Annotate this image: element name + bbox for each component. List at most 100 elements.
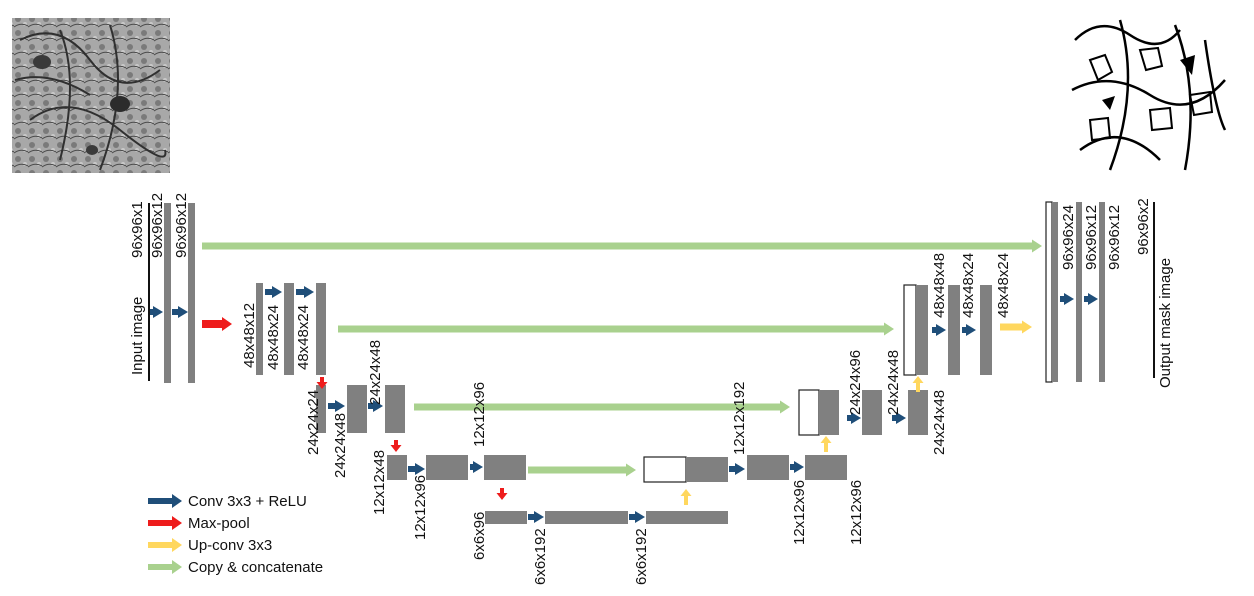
output-layer-bar	[1153, 202, 1155, 378]
size-label: 24x24x96	[847, 350, 864, 415]
feature-map-block	[347, 385, 367, 433]
conv-arrow	[962, 324, 976, 336]
size-label: 96x96x12	[1083, 205, 1100, 270]
feature-map-block	[316, 283, 326, 375]
input-layer-bar	[148, 203, 150, 381]
size-label: 12x12x96	[471, 382, 488, 447]
feature-map-block	[1099, 202, 1105, 382]
size-label: 96x96x24	[1060, 205, 1077, 270]
legend-item-copy: Copy & concatenate	[148, 556, 323, 578]
conv-arrow	[470, 461, 483, 473]
conv-arrow	[847, 412, 861, 424]
legend-label: Copy & concatenate	[188, 558, 324, 576]
size-label: 6x6x96	[471, 512, 488, 560]
legend-label: Up-conv 3x3	[188, 536, 273, 554]
feature-map-block	[188, 203, 195, 383]
feature-map-block	[646, 511, 728, 524]
copy-arrow	[338, 322, 894, 336]
feature-map-block	[980, 285, 992, 375]
feature-map-block	[256, 283, 263, 375]
feature-map-block	[385, 385, 405, 433]
size-label: 12x12x96	[412, 475, 429, 540]
upconv-arrow-icon	[148, 538, 182, 552]
conv-arrow	[172, 306, 188, 318]
concat-block-copied	[798, 389, 820, 436]
concat-block-copied	[643, 456, 687, 483]
feature-map-block	[316, 385, 326, 433]
feature-map-block	[916, 285, 928, 375]
upconv-arrow	[820, 436, 832, 452]
conv-arrow	[1084, 293, 1098, 305]
maxpool-arrow-icon	[148, 516, 182, 530]
size-label: 24x24x48	[332, 413, 349, 478]
size-label: 48x48x24	[995, 253, 1012, 318]
size-label: 24x24x48	[885, 350, 902, 415]
copy-arrow	[414, 400, 790, 414]
feature-map-block	[545, 511, 628, 524]
legend-item-conv: Conv 3x3 + ReLU	[148, 490, 323, 512]
size-label: 48x48x24	[960, 253, 977, 318]
maxpool-arrow	[496, 488, 508, 500]
feature-map-block	[387, 455, 407, 480]
legend-label: Conv 3x3 + ReLU	[188, 492, 307, 510]
conv-arrow	[368, 400, 383, 412]
size-label: Output mask image	[1157, 258, 1174, 388]
copy-arrow	[202, 239, 1042, 253]
size-label: 48x48x12	[241, 303, 258, 368]
output-segmentation-mask	[1068, 16, 1228, 174]
legend-item-maxpool: Max-pool	[148, 512, 323, 534]
feature-map-block	[1076, 202, 1082, 382]
size-label: 12x12x192	[731, 382, 748, 455]
feature-map-block	[284, 283, 294, 375]
size-label: 48x48x48	[931, 253, 948, 318]
size-label: 96x96x12	[1106, 205, 1123, 270]
size-label: 24x24x24	[305, 390, 322, 455]
upconv-arrow	[912, 376, 924, 392]
maxpool-arrow	[316, 377, 328, 389]
size-label: 96x96x1	[129, 201, 146, 258]
legend: Conv 3x3 + ReLU Max-pool Up-conv 3x3 Cop…	[148, 490, 323, 578]
feature-map-block	[948, 285, 960, 375]
size-label: 96x96x12	[173, 193, 190, 258]
size-label: 96x96x2	[1135, 198, 1152, 255]
conv-arrow	[528, 511, 544, 523]
upconv-arrow	[1000, 320, 1032, 334]
conv-arrow	[150, 306, 163, 318]
feature-map-block	[686, 457, 728, 482]
size-label: Input image	[129, 297, 146, 375]
feature-map-block	[164, 203, 171, 383]
size-label: 6x6x192	[532, 528, 549, 585]
upconv-arrow	[680, 489, 692, 505]
feature-map-block	[908, 390, 928, 435]
size-label: 12x12x96	[791, 480, 808, 545]
conv-arrow	[629, 511, 645, 523]
feature-map-block	[862, 390, 882, 435]
size-label: 96x96x12	[149, 193, 166, 258]
size-label: 24x24x48	[931, 390, 948, 455]
size-label: 48x48x24	[295, 305, 312, 370]
legend-item-upconv: Up-conv 3x3	[148, 534, 323, 556]
size-label: 12x12x96	[848, 480, 865, 545]
feature-map-block	[484, 455, 526, 480]
copy-arrow	[528, 463, 636, 477]
maxpool-arrow	[202, 317, 232, 331]
conv-arrow	[729, 463, 745, 475]
feature-map-block	[805, 455, 847, 480]
feature-map-block	[426, 455, 468, 480]
conv-arrow	[790, 461, 804, 473]
conv-arrow	[408, 463, 425, 475]
conv-arrow	[328, 400, 345, 412]
maxpool-arrow	[390, 440, 402, 452]
conv-arrow-icon	[148, 494, 182, 508]
feature-map-block	[1052, 202, 1058, 382]
conv-arrow	[1060, 293, 1074, 305]
concat-block-copied	[903, 284, 917, 376]
conv-arrow	[296, 286, 314, 298]
feature-map-block	[819, 390, 839, 435]
input-microscopy-image	[12, 18, 170, 173]
conv-arrow	[932, 324, 946, 336]
size-label: 12x12x48	[371, 450, 388, 515]
concat-block-copied	[1045, 201, 1053, 383]
conv-arrow	[265, 286, 282, 298]
